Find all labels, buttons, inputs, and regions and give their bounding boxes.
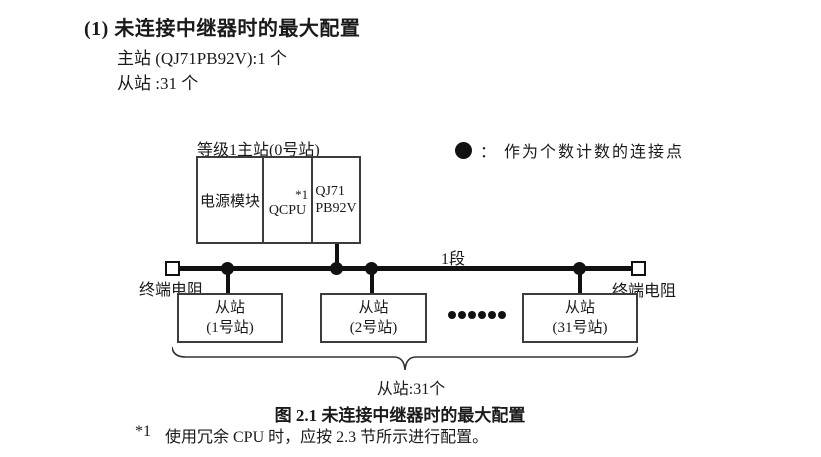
cpu-label: QCPU: [268, 203, 307, 218]
profibus-module-cell: QJ71 PB92V: [313, 158, 359, 242]
legend-separator: ：: [480, 144, 497, 161]
ellipsis-dot: [498, 311, 506, 319]
slave31-drop-line: [578, 269, 582, 294]
ellipsis-dot: [488, 311, 496, 319]
profibus-module-line2: PB92V: [315, 201, 357, 216]
footnote: *1 使用冗余 CPU 时，应按 2.3 节所示进行配置。: [135, 423, 488, 447]
section-heading: (1) 未连接中继器时的最大配置: [84, 18, 361, 40]
terminator-right-icon: [631, 261, 646, 276]
slave-station-31-box: 从站 (31号站): [522, 293, 638, 343]
slave2-line2: (2号站): [349, 320, 398, 336]
slave2-drop-line: [370, 269, 374, 293]
slave1-line2: (1号站): [206, 320, 254, 336]
footnote-text: 使用冗余 CPU 时，应按 2.3 节所示进行配置。: [165, 429, 489, 446]
legend: ： 作为个数计数的连接点: [455, 138, 684, 162]
slave-station-1-box: 从站 (1号站): [177, 293, 283, 343]
connection-point-icon: [455, 141, 472, 159]
slaves-total-label: 从站:31个: [376, 381, 446, 398]
slave2-line1: 从站: [358, 300, 389, 316]
slave-station-2-box: 从站 (2号站): [320, 293, 427, 343]
slaves-brace: [172, 346, 638, 371]
master-station-box: 电源模块 *1 QCPU QJ71 PB92V: [196, 156, 361, 244]
legend-label: 作为个数计数的连接点: [504, 144, 685, 161]
connection-dot-slave1: [221, 262, 234, 275]
terminator-left-icon: [165, 261, 180, 276]
ellipsis-dots-icon: [448, 311, 506, 319]
bus-line: [172, 266, 640, 271]
cpu-label-wrap: *1 QCPU: [268, 187, 309, 219]
ellipsis-dot: [458, 311, 466, 319]
figure-caption: 图 2.1 未连接中继器时的最大配置: [274, 406, 526, 425]
slave1-drop-line: [226, 269, 230, 293]
slave31-line1: 从站: [564, 300, 595, 316]
profibus-module-line1: QJ71: [315, 184, 345, 199]
cpu-cell: *1 QCPU: [264, 158, 313, 242]
connection-dot-slave31: [573, 262, 586, 275]
cpu-footnote-ref: *1: [295, 187, 309, 202]
slave-count-line: 从站 :31 个: [117, 74, 199, 93]
connection-dot-master: [330, 262, 343, 275]
power-module-label: 电源模块: [199, 193, 260, 210]
master-station-label: 等级1主站(0号站): [197, 142, 320, 159]
slave31-line2: (31号站): [552, 320, 608, 336]
master-count-line: 主站 (QJ71PB92V):1 个: [117, 49, 288, 68]
profibus-module-label: QJ71 PB92V: [315, 183, 356, 217]
power-module-cell: 电源模块: [198, 158, 264, 242]
ellipsis-dot: [448, 311, 456, 319]
ellipsis-dot: [478, 311, 486, 319]
footnote-marker: *1: [135, 423, 151, 440]
master-drop-line: [335, 244, 339, 268]
ellipsis-dot: [468, 311, 476, 319]
slave1-line1: 从站: [214, 300, 245, 316]
segment-label: 1段: [441, 251, 466, 268]
connection-dot-slave2: [365, 262, 378, 275]
